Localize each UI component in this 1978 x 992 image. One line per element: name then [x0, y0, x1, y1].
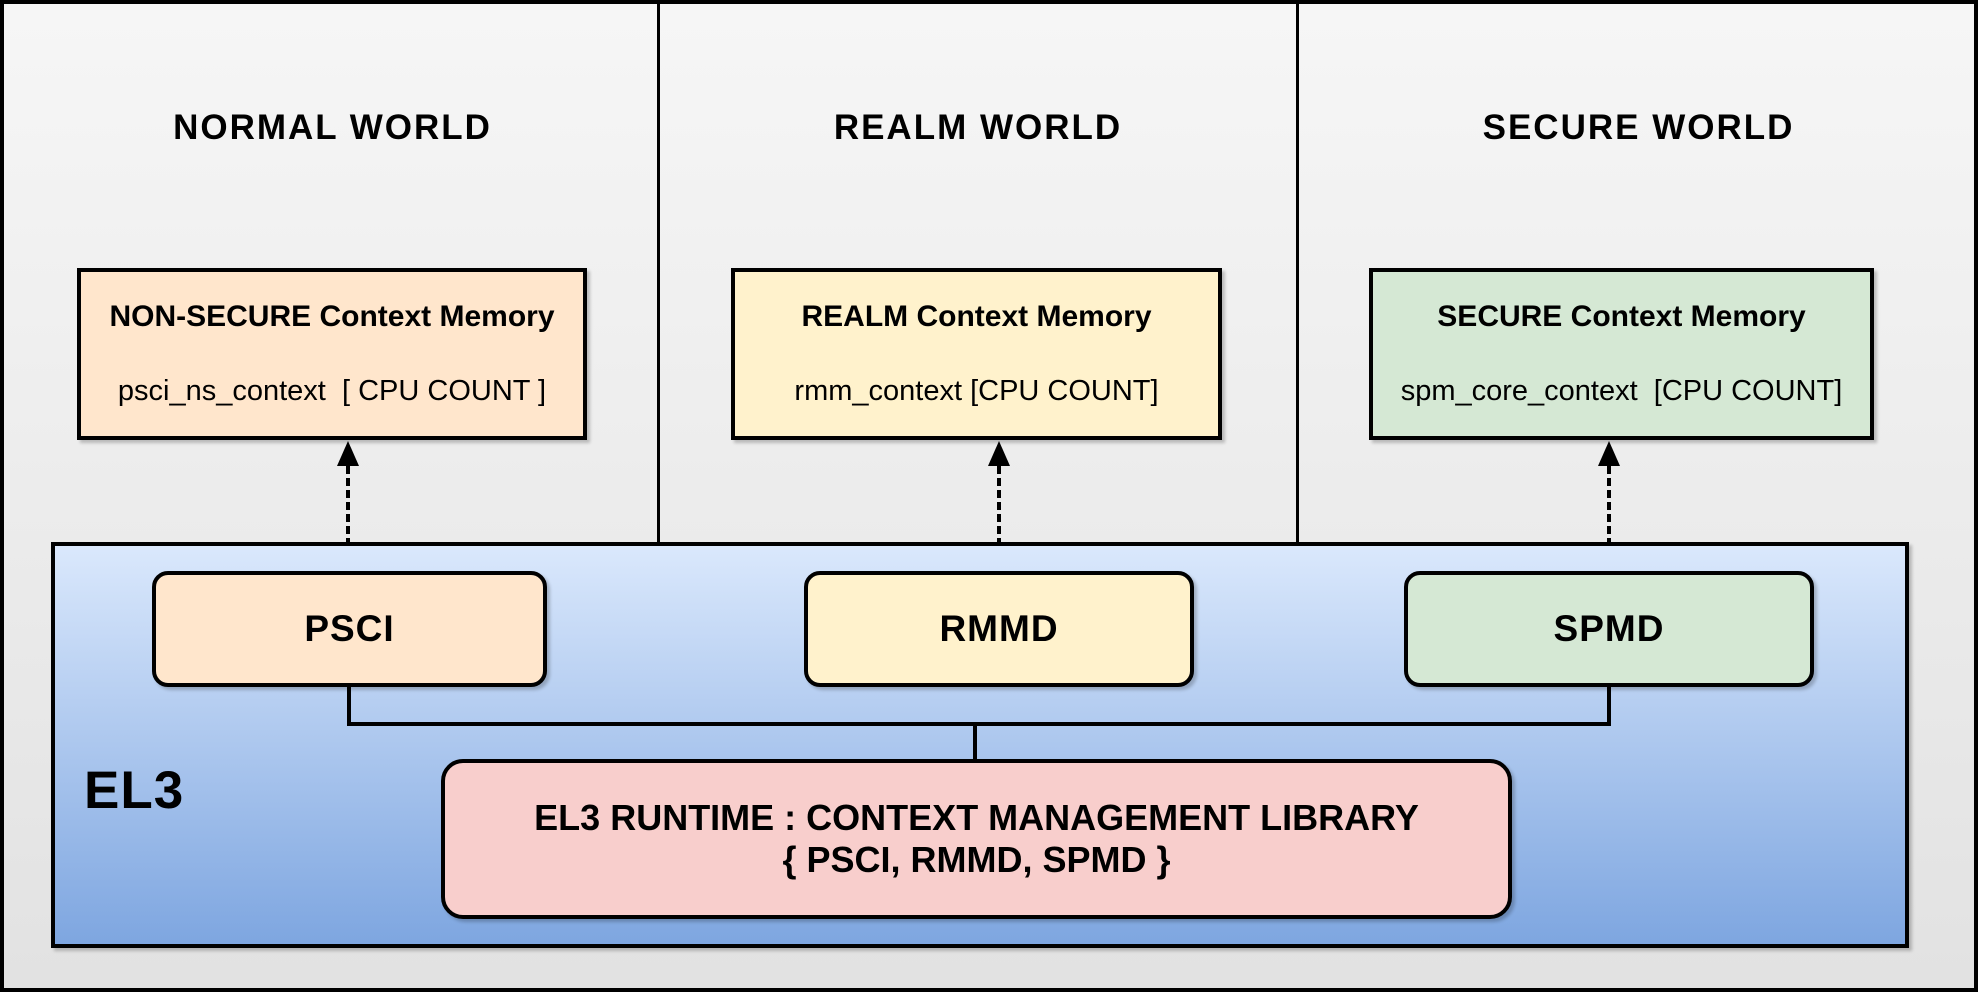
dashed-line [997, 466, 1001, 546]
memory-box-title: NON-SECURE Context Memory [109, 300, 555, 333]
runtime-title: EL3 RUNTIME : CONTEXT MANAGEMENT LIBRARY [534, 797, 1419, 838]
runtime-connector-line [973, 724, 977, 761]
psci-box: PSCI [152, 571, 547, 687]
arrowhead-up-icon [337, 441, 359, 466]
memory-box-detail: rmm_context [CPU COUNT] [794, 375, 1159, 407]
dashed-line [346, 466, 350, 546]
realm-world-title: REALM WORLD [833, 108, 1123, 147]
el3-label: EL3 [84, 761, 185, 820]
memory-box-title: SECURE Context Memory [1437, 300, 1806, 333]
realm-context-memory-box: REALM Context Memory rmm_context [CPU CO… [731, 268, 1222, 440]
normal-world-title: NORMAL WORLD [173, 108, 492, 147]
arrowhead-up-icon [1598, 441, 1620, 466]
memory-box-detail: spm_core_context [CPU COUNT] [1400, 375, 1843, 407]
el3-runtime-box: EL3 RUNTIME : CONTEXT MANAGEMENT LIBRARY… [441, 759, 1512, 919]
memory-box-title: REALM Context Memory [801, 300, 1152, 333]
divider-normal-realm [657, 4, 660, 542]
runtime-subtitle: { PSCI, RMMD, SPMD } [782, 839, 1171, 880]
arrowhead-up-icon [988, 441, 1010, 466]
rmmd-box: RMMD [804, 571, 1194, 687]
bus-connector-line [347, 722, 1611, 726]
memory-box-detail: psci_ns_context [ CPU COUNT ] [117, 375, 547, 407]
psci-connector-line [347, 685, 351, 726]
spmd-box: SPMD [1404, 571, 1814, 687]
spmd-connector-line [1607, 685, 1611, 726]
dashed-line [1607, 466, 1611, 546]
divider-realm-secure [1296, 4, 1299, 542]
secure-context-memory-box: SECURE Context Memory spm_core_context [… [1369, 268, 1874, 440]
non-secure-context-memory-box: NON-SECURE Context Memory psci_ns_contex… [77, 268, 587, 440]
secure-world-title: SECURE WORLD [1482, 108, 1795, 147]
